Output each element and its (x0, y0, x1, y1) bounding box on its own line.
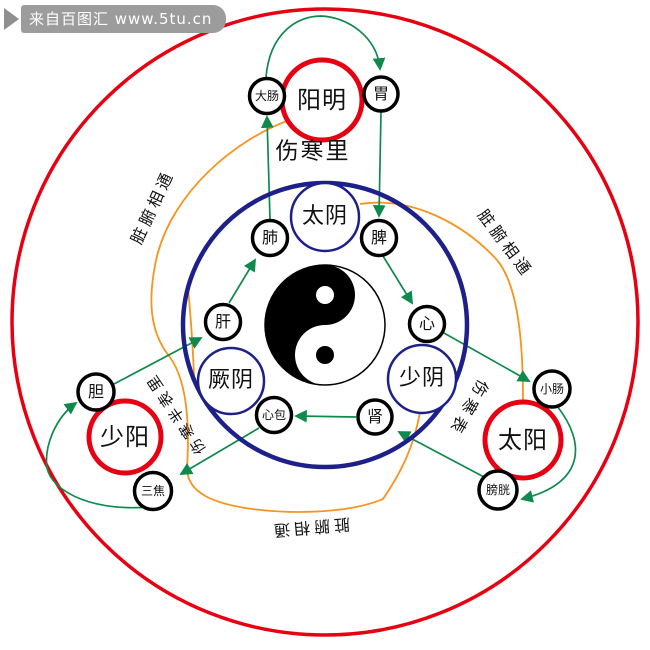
organ-label-xiaochang: 小肠 (539, 382, 565, 396)
organ-circle-gan (203, 302, 243, 342)
organ-circle-fei (250, 218, 290, 258)
flow-arrow-pi-xin (382, 255, 414, 305)
meridian-circle-taiyang (482, 399, 564, 481)
organ-label-pangguang: 膀胱 (485, 483, 511, 497)
meridian-label-yangming: 阳明 (297, 86, 347, 114)
meridian-circle-shaoyin (386, 343, 458, 415)
outer-boundary-circle (10, 7, 640, 637)
organ-circle-xiaochang (532, 369, 572, 409)
flow-arrow-fei-dachang (260, 115, 274, 220)
zangfu-connection-curve-left (150, 118, 421, 513)
flow-arrow-pangguang-shen (397, 431, 485, 478)
organ-circle-sanjiao (132, 470, 174, 512)
organ-circle-wei (362, 75, 400, 113)
organ-label-xin: 心 (418, 314, 436, 333)
organ-label-fei: 肺 (261, 228, 279, 247)
flow-arrow-xiaochang-pangguang (520, 405, 577, 503)
organ-label-pi: 脾 (370, 228, 388, 247)
organ-label-wei: 胃 (372, 84, 390, 103)
organ-circle-pi (359, 218, 399, 258)
flow-arrow-xin-xiaochang (443, 332, 531, 382)
organ-circle-xin (407, 304, 447, 344)
flow-arrow-sanjiao-dan (45, 401, 159, 509)
meridian-label-jueyin: 厥阴 (207, 368, 255, 393)
play-triangle-icon (4, 8, 19, 30)
flow-arrow-gan-fei (228, 258, 256, 304)
region-label-interior: 伤寒里 (275, 138, 351, 165)
organ-label-sanjiao: 三焦 (140, 484, 166, 498)
organ-circle-dan (76, 372, 116, 412)
organ-circle-dachang (247, 76, 287, 116)
taiji-yin-yang-symbol (264, 264, 386, 386)
meridian-circle-taiyin (289, 181, 361, 253)
meridian-label-shaoyang: 少阳 (100, 423, 150, 451)
meridian-label-shaoyin: 少阴 (398, 366, 446, 391)
organ-circle-pangguang (477, 469, 519, 511)
flow-arrow-wei-pi (372, 111, 386, 218)
organ-circle-shen (356, 398, 394, 436)
flow-arrow-xinbao-sanjiao (179, 427, 260, 475)
flow-arrow-shen-xinbao (294, 409, 357, 423)
watermark: 来自百图汇 www.5tu.cn (4, 5, 227, 33)
organ-label-shen: 肾 (366, 407, 384, 426)
meridian-label-taiyang: 太阳 (498, 426, 548, 454)
organ-circle-xinbao (254, 395, 294, 435)
flow-arrow-dachang-wei (265, 15, 386, 78)
meridian-label-taiyin: 太阴 (301, 204, 349, 229)
organ-label-dan: 胆 (87, 382, 105, 401)
organ-label-xinbao: 心包 (261, 408, 287, 422)
organ-label-dachang: 大肠 (254, 89, 280, 103)
zangfu-connection-curve-right (359, 201, 524, 401)
zangfu-connection-curve-inner (187, 286, 195, 377)
organ-label-gan: 肝 (214, 312, 232, 331)
meridian-circle-jueyin (196, 346, 266, 416)
meridian-circle-shaoyang (86, 398, 164, 476)
watermark-text: 来自百图汇 www.5tu.cn (21, 5, 227, 33)
